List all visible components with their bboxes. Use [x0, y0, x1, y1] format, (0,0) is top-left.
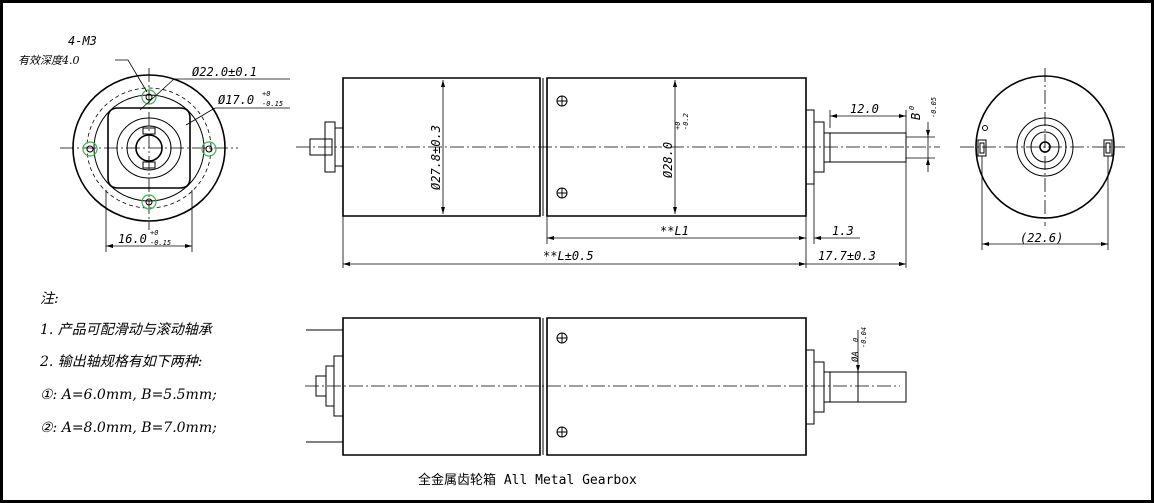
- side-view-top: [296, 77, 940, 268]
- length-12-label: 12.0: [850, 102, 879, 116]
- width-16-label: 16.0: [118, 232, 147, 246]
- a-tol-dn: -0.04: [860, 327, 868, 348]
- width-16-tol-dn: -0.15: [150, 239, 171, 247]
- front-end-view: [60, 59, 290, 252]
- note-line-4: ②: A=8.0mm, B=7.0mm;: [40, 420, 217, 436]
- b-dim-label: B: [909, 113, 923, 120]
- a-dim-label: ØA: [850, 351, 861, 362]
- note-line-1: 1. 产品可配滑动与滚动轴承: [40, 322, 214, 338]
- width-16-tol-up: +0: [150, 229, 158, 237]
- l1-label: **L1: [660, 224, 689, 238]
- note-line-3: ①: A=6.0mm, B=5.5mm;: [40, 387, 217, 403]
- diameter-17-tol-up: +0: [262, 90, 270, 98]
- drawing-caption: 全金属齿轮箱 All Metal Gearbox: [418, 472, 637, 488]
- screw-icon: [556, 95, 568, 107]
- rear-end-view: [960, 68, 1125, 250]
- thread-label: 4-M3: [68, 34, 97, 48]
- diameter-27-8-label: Ø27.8±0.3: [429, 125, 443, 190]
- screw-icon: [556, 187, 568, 199]
- diameter-28-tol-dn: -0.2: [682, 113, 690, 130]
- depth-label: 有效深度4.0: [18, 54, 80, 67]
- screw-hole-left: [82, 141, 98, 157]
- length-17-7-label: 17.7±0.3: [818, 249, 876, 263]
- diameter-28-label: Ø28.0: [661, 142, 675, 178]
- screw-icon: [556, 426, 568, 438]
- length-1-3-label: 1.3: [832, 224, 854, 238]
- diameter-22-label: Ø22.0±0.1: [192, 65, 257, 79]
- b-tol-dn: -0.05: [930, 97, 938, 118]
- total-length-label: **L±0.5: [543, 249, 594, 263]
- a-tol-up: 0: [852, 338, 860, 342]
- screw-hole-bottom: [141, 194, 157, 210]
- notes-title: 注:: [40, 291, 59, 307]
- screw-icon: [556, 332, 568, 344]
- width-22-6-label: (22.6): [1020, 231, 1063, 245]
- screw-hole-right: [201, 141, 217, 157]
- screw-hole-top: [141, 89, 157, 105]
- diameter-17-label: Ø17.0: [218, 93, 254, 107]
- diameter-17-tol-dn: -0.15: [262, 100, 283, 108]
- diameter-28-tol-up: +0: [674, 122, 682, 130]
- side-view-bottom: [305, 317, 907, 456]
- note-line-2: 2. 输出轴规格有如下两种:: [39, 354, 203, 370]
- b-tol-up: 0: [908, 106, 916, 110]
